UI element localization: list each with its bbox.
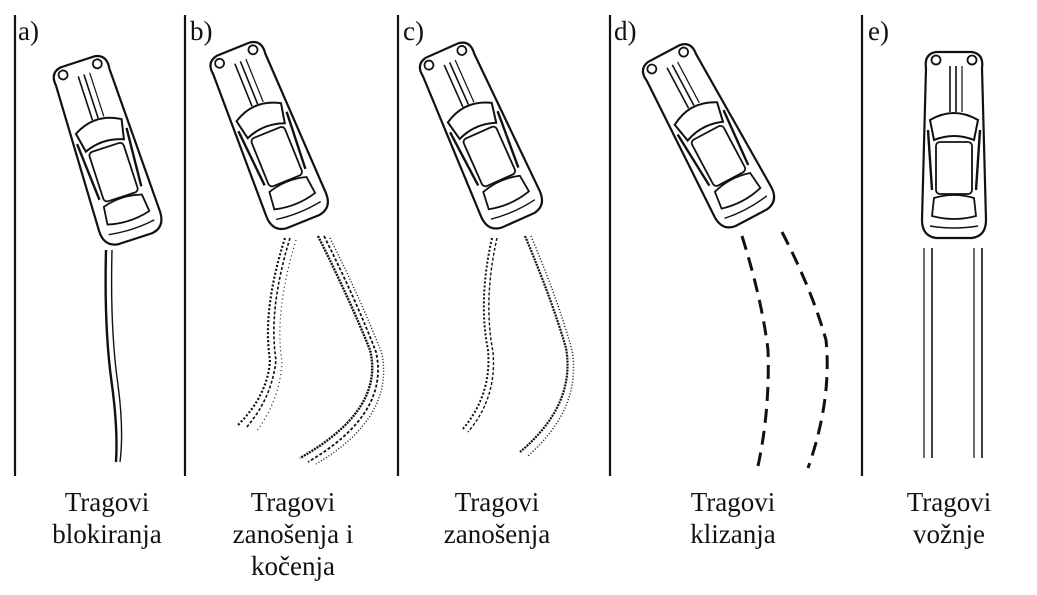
caption-b-line2: zanošenja i [208,518,378,550]
panel-d-drawing [636,38,827,468]
panel-label-d: d) [614,18,637,45]
skid-marks-b [238,236,384,464]
caption-e-line1: Tragovi [864,486,1034,518]
car-icon-a [47,52,165,249]
caption-e: Tragovi vožnje [864,486,1034,550]
panel-e-drawing [922,52,986,458]
panel-a-drawing [47,52,165,462]
caption-d-line1: Tragovi [648,486,818,518]
panel-b-drawing [204,37,384,464]
tread-marks-e [924,248,982,458]
caption-e-line2: vožnje [864,518,1034,550]
caption-d: Tragovi klizanja [648,486,818,550]
caption-c-line2: zanošenja [412,518,582,550]
caption-a: Tragovi blokiranja [22,486,192,550]
panel-label-b: b) [190,18,213,45]
caption-a-line1: Tragovi [22,486,192,518]
skid-marks-c [462,236,574,456]
panel-label-a: a) [18,18,39,45]
caption-b-line3: kočenja [208,550,378,582]
car-icon-b [204,37,333,233]
caption-c-line1: Tragovi [412,486,582,518]
caption-b-line1: Tragovi [208,486,378,518]
skid-marks-a [106,250,122,462]
car-icon-d [636,38,780,232]
caption-c: Tragovi zanošenja [412,486,582,550]
car-icon-c [413,37,547,233]
car-icon-e [922,52,986,238]
panel-label-c: c) [403,18,424,45]
caption-d-line2: klizanja [648,518,818,550]
skid-marks-d [742,232,827,468]
caption-b: Tragovi zanošenja i kočenja [208,486,378,582]
caption-a-line2: blokiranja [22,518,192,550]
panel-c-drawing [413,37,574,456]
panel-label-e: e) [868,18,889,45]
